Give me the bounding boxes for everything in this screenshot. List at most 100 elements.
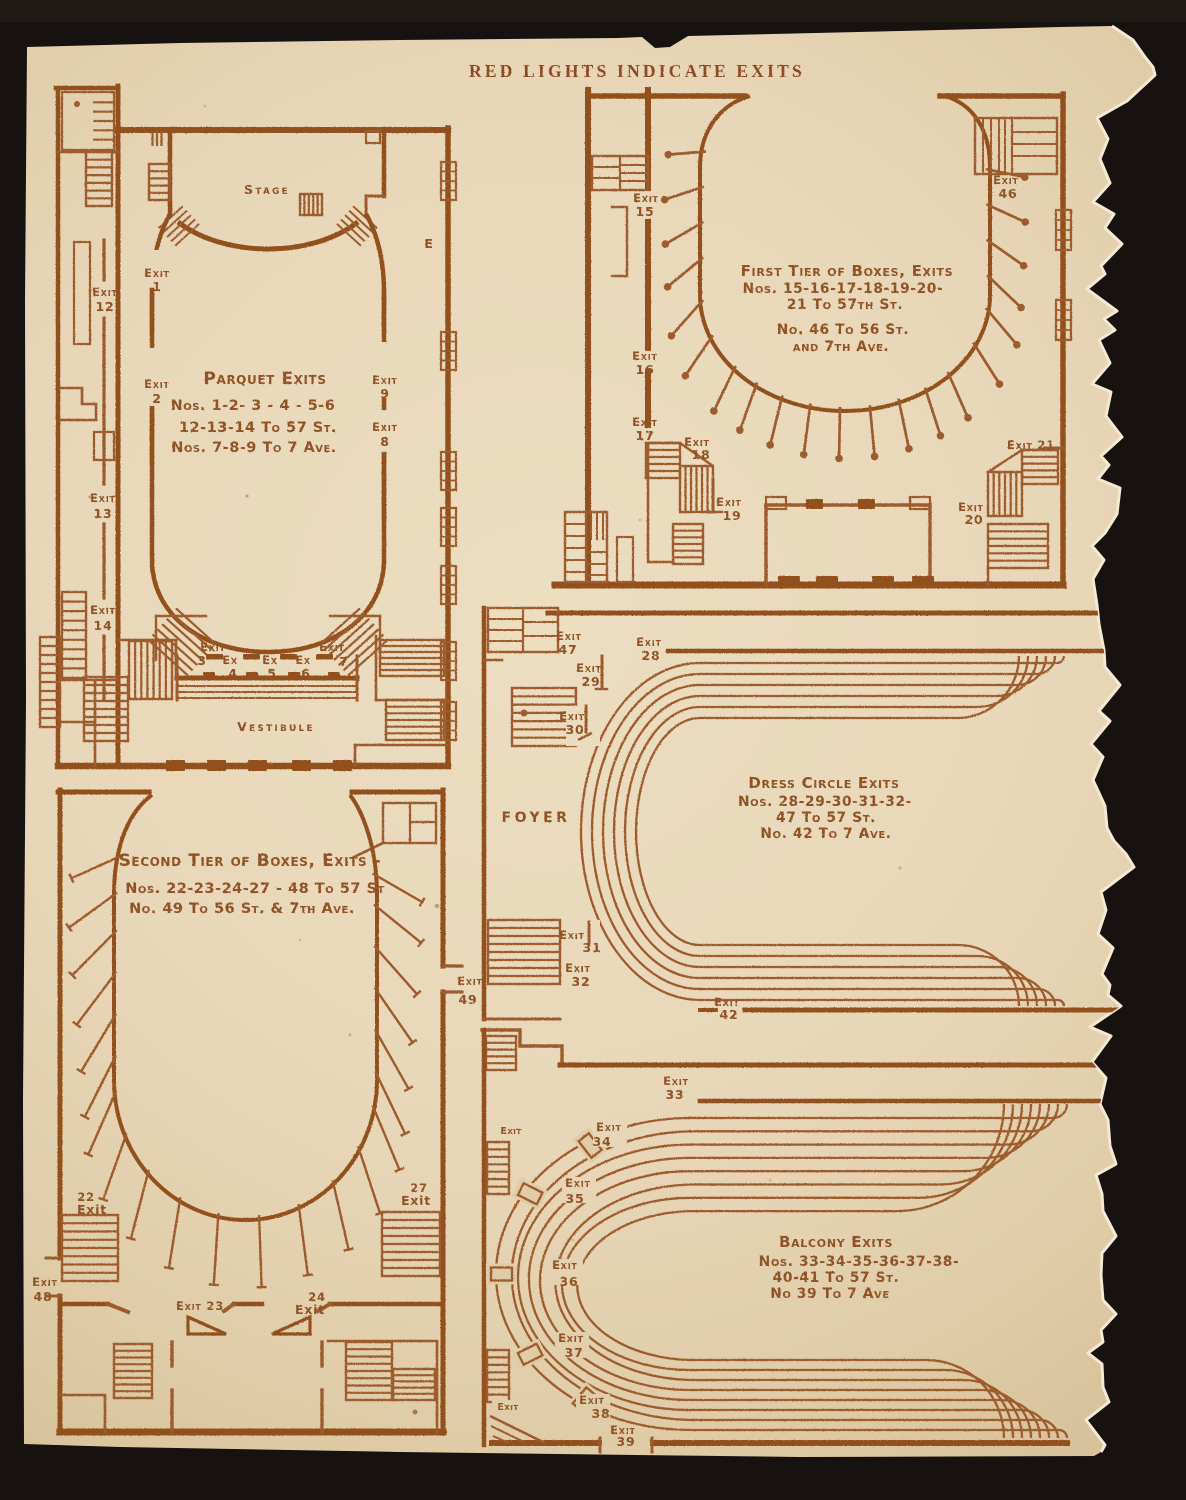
exit-label-word: 27 [410,1181,428,1195]
exit-label-num: 48 [34,1289,53,1304]
door-symbol [439,450,458,492]
exit-label-word: Exit [636,635,662,649]
second-tier-note: Nos. 22-23-24-27 - 48 To 57 St [125,881,384,897]
stairs [378,638,446,678]
parquet-note: 12-13-14 To 57 St. [179,420,337,436]
exit-label-word: Exit [633,191,659,205]
box-post [710,407,718,415]
ink-speck [348,1033,352,1037]
door-mark [203,672,215,679]
door-hatch [151,131,163,146]
exit-label-word: Exit [565,1176,591,1190]
dress-circle-note: 47 To 57 St. [776,810,876,826]
plan-dress-circle [481,605,1132,1022]
door [516,1342,544,1367]
door-symbol [439,330,458,372]
stairs-treads [488,618,558,642]
second-tier-note: Second Tier of Boxes, Exits - [119,851,382,871]
door-symbol-rungs [441,710,456,732]
stairs [82,675,130,743]
exit-label-word: Exit [552,1258,578,1272]
exit-label-word: Exit [144,266,170,280]
exit-label-word: Exit [610,1423,636,1437]
label-patch [593,1121,627,1147]
stair-triangle [986,448,1060,518]
box-partitions [666,150,1024,456]
stair-roof [987,448,1058,474]
stair-fan [158,205,200,247]
exit-label-word: Exit [372,373,398,387]
step-wall [58,386,98,422]
exit-label-word: Exit [144,377,170,391]
stairs-treads [114,1349,152,1393]
plan-first-tier [551,87,1073,589]
exit-label-word: 24 [308,1290,326,1304]
exit-label-num: Exit [77,1202,107,1217]
door [489,1266,514,1282]
stairs-treads [86,158,112,200]
stairs-treads [84,683,128,735]
door-swing [186,1314,227,1336]
exit-label-word: Exit [565,961,591,975]
first-tier-note: No. 46 To 56 St. [777,322,909,338]
stair-grid [590,154,650,192]
exit-label-word: Exit [457,974,483,988]
lobby-wall [221,1301,237,1314]
stairs-treads [386,705,444,735]
balcony-note: Nos. 33-34-35-36-37-38- [759,1254,960,1270]
stairs-treads [673,529,703,559]
foyer-label: FOYER [502,810,571,826]
box-post [663,283,672,291]
stairs [391,1367,437,1402]
exit-label-word: Exit [497,1402,518,1413]
box-post [870,452,879,461]
seat-row [623,655,1030,1007]
box-post [1013,341,1021,349]
entrance-mark [166,760,185,771]
door-symbol [439,506,458,548]
exit-dash [316,654,333,660]
stairs-treads [393,1374,435,1395]
exit-label-num: 3 [197,653,207,668]
stairs-treads [486,1041,516,1065]
exit-label-num: 4 [228,666,238,681]
box-post [936,431,945,440]
room [72,240,92,346]
stairs-treads [134,641,167,699]
room [973,116,1059,176]
vestibule-label: Vestibule [237,719,315,734]
exit-label-num: 29 [582,674,601,689]
stairs-treads [149,170,170,194]
exit-label-word: Ex [262,653,278,667]
exit-label-num: 9 [380,386,390,401]
label-patch [495,1124,527,1137]
exit-label-word: Exit [319,640,345,654]
wall [58,1393,107,1434]
step-wall [480,1028,564,1064]
exit-label-word: Exit [684,435,710,449]
door-symbol [1054,208,1073,252]
lobby-wall [105,1301,131,1315]
dress-circle-note: Dress Circle Exits [748,774,899,792]
wall-bracket [610,205,629,278]
balcony-note: No 39 To 7 Ave [770,1286,890,1302]
ink-speck [520,709,528,717]
box-post [681,371,690,380]
seat-row [612,655,1039,1007]
second-tier-note: No. 49 To 56 St. & 7th Ave. [129,901,355,917]
label-patch [492,1400,524,1413]
door-symbol-rungs [441,516,456,538]
stairs-treads [992,472,1018,516]
ink-speck [571,1238,575,1242]
exit-label-word: Exit [558,1331,584,1345]
stairs-treads [40,644,60,720]
exit-label-word: Exit [632,415,658,429]
ink-speck [412,1409,418,1415]
exit-label-num: 36 [560,1274,579,1289]
door-mark [806,499,823,509]
entrance-room [764,495,934,587]
stairs-treads [646,448,680,473]
exit-label-num: 39 [617,1434,636,1449]
exit-label-word: Exit [579,1393,605,1407]
